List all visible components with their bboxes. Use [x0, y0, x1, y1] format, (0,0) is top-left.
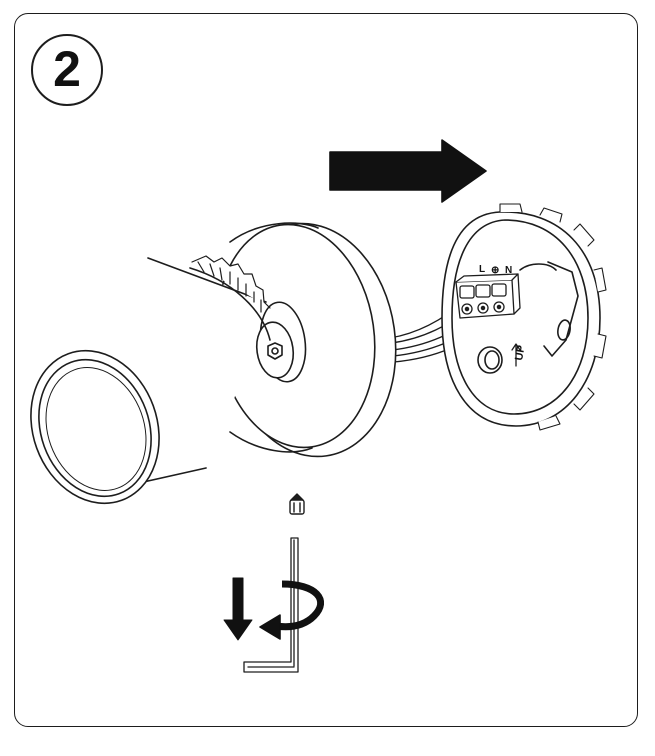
step-number: 2: [53, 41, 81, 97]
spotlight-head: [30, 255, 271, 505]
terminal-label-neutral: N: [505, 265, 512, 276]
pivot-hub: [255, 301, 307, 383]
orientation-label: UP: [513, 344, 527, 361]
up-arrow-icon: [511, 343, 521, 367]
rotate-icon: [259, 580, 324, 640]
allen-key-icon: [243, 537, 299, 673]
panel-frame: [14, 13, 638, 727]
terminal-label-earth: ⊕: [491, 265, 499, 276]
terminal-block: [455, 273, 521, 319]
grub-screw-icon: [289, 493, 305, 515]
junction-box: [441, 203, 607, 431]
step-badge: 2: [31, 34, 103, 106]
terminal-label-live: L: [479, 264, 485, 275]
knurled-ring: [191, 255, 271, 313]
arrow-down-icon: [223, 577, 253, 641]
arrow-right-icon: [329, 139, 487, 203]
